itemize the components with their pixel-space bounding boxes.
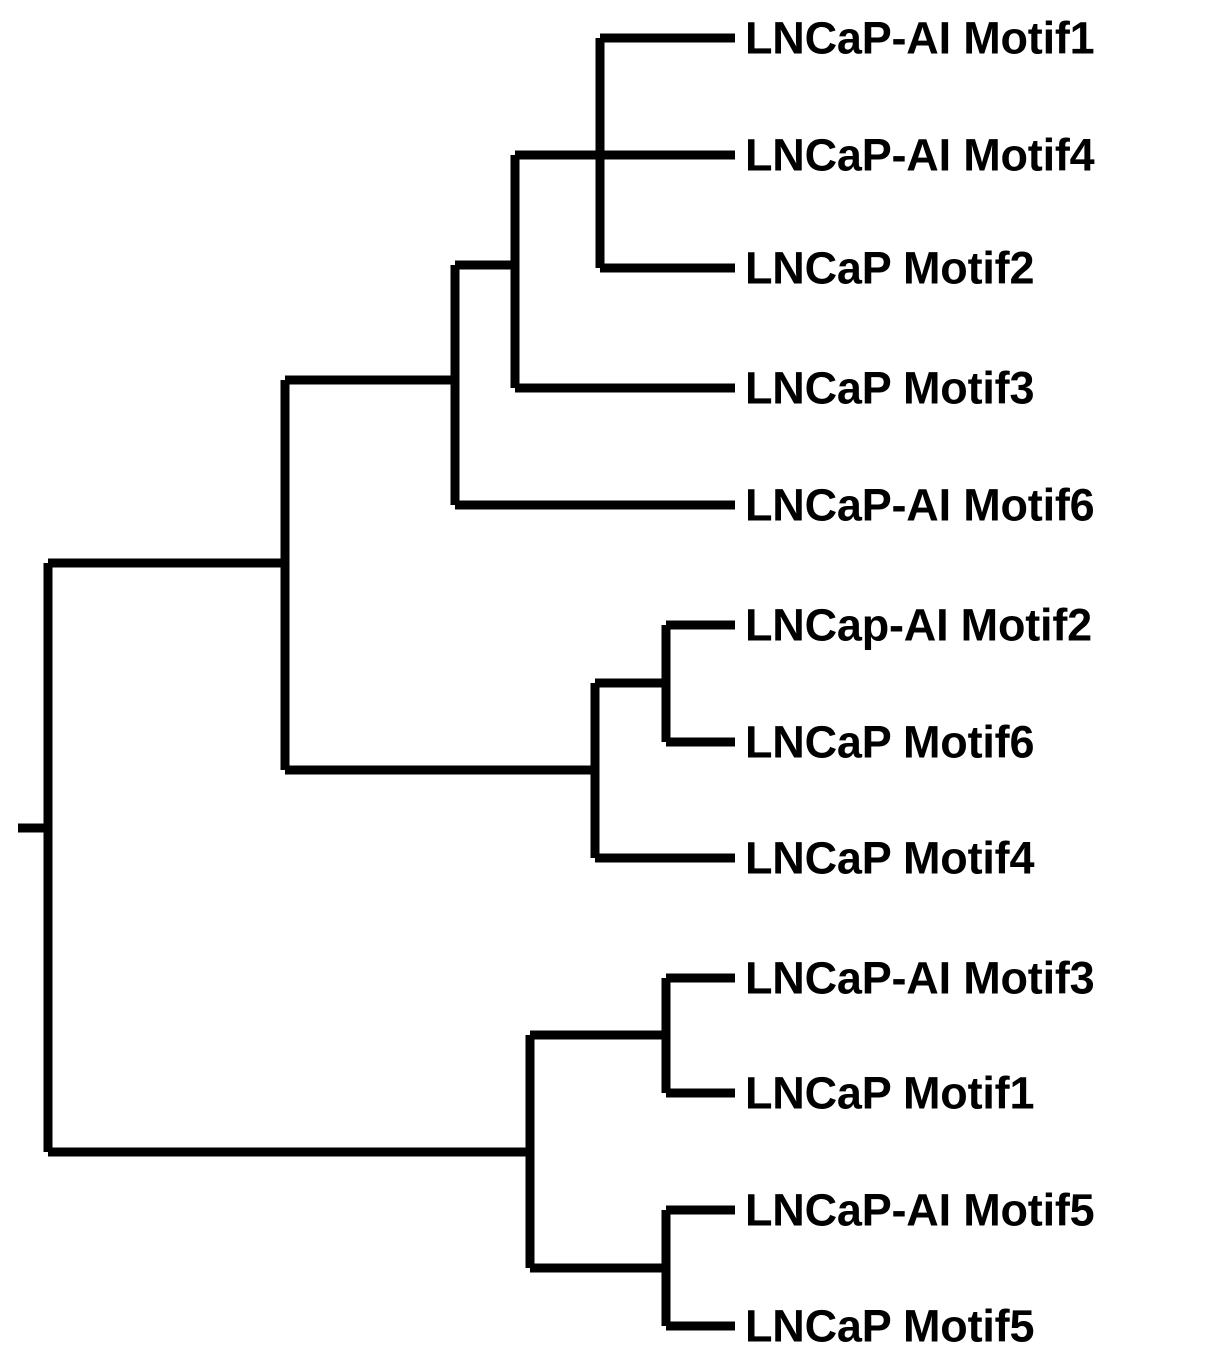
leaf-label-lncap-motif2: LNCaP Motif2 <box>745 242 1035 294</box>
leaf-label-lncap-ai-motif2: LNCap-AI Motif2 <box>745 599 1092 651</box>
leaf-label-lncap-motif4: LNCaP Motif4 <box>745 832 1035 884</box>
leaf-label-lncap-motif5: LNCaP Motif5 <box>745 1300 1035 1352</box>
leaf-label-lncap-ai-motif6: LNCaP-AI Motif6 <box>745 479 1095 531</box>
leaf-label-lncap-ai-motif3: LNCaP-AI Motif3 <box>745 952 1095 1004</box>
tree-branch-lines <box>18 33 735 1331</box>
leaf-label-lncap-motif3: LNCaP Motif3 <box>745 362 1035 414</box>
leaf-label-lncap-ai-motif5: LNCaP-AI Motif5 <box>745 1184 1095 1236</box>
leaf-label-lncap-motif1: LNCaP Motif1 <box>745 1067 1035 1119</box>
leaf-label-lncap-motif6: LNCaP Motif6 <box>745 716 1035 768</box>
leaf-label-lncap-ai-motif1: LNCaP-AI Motif1 <box>745 12 1095 64</box>
leaf-label-lncap-ai-motif4: LNCaP-AI Motif4 <box>745 129 1095 181</box>
